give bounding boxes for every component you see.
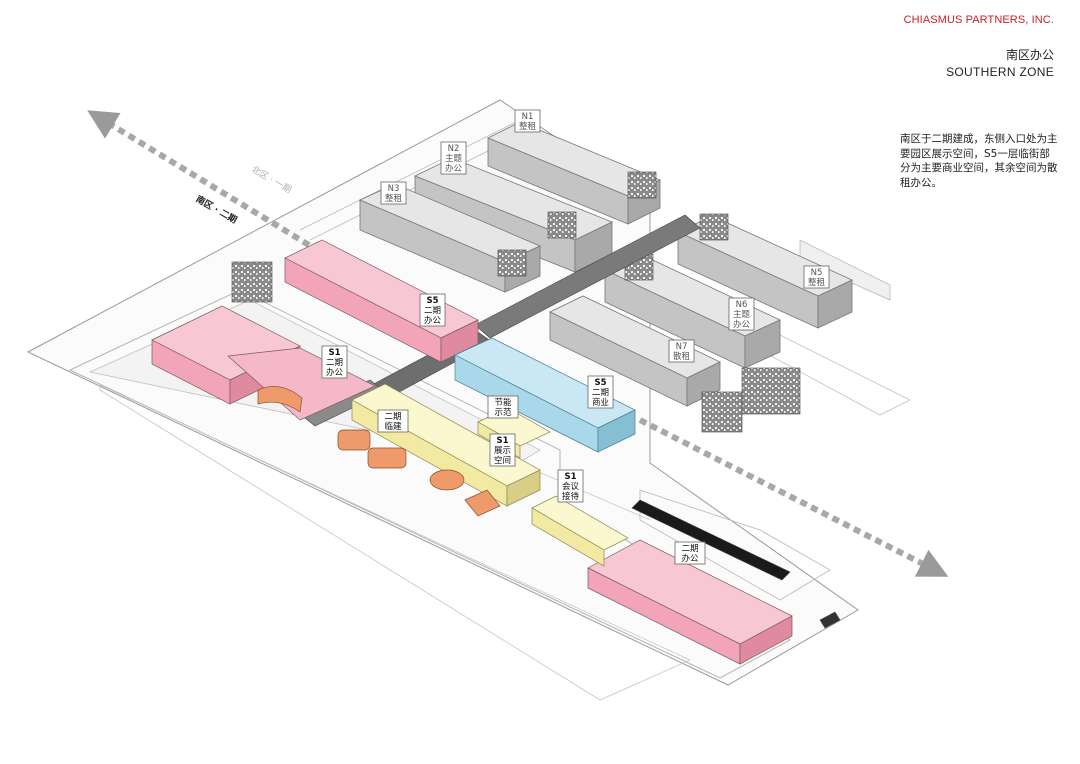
label-n7: N7 散租: [668, 339, 695, 363]
label-n2: N2 主题 办公: [440, 141, 467, 175]
zone-title-en: SOUTHERN ZONE: [946, 65, 1054, 79]
label-n6-line: N6: [736, 300, 748, 310]
label-s5-commerce-line: 二期: [592, 388, 609, 398]
label-s1-meeting-line: 会议: [562, 481, 580, 492]
label-energy: 节能 示范: [487, 395, 519, 419]
pavilions-orange: [257, 386, 501, 517]
label-s5-commerce-line: S5: [594, 378, 606, 388]
zone-title-cn: 南区办公: [1005, 48, 1054, 62]
label-n5-line: 整租: [808, 277, 826, 288]
label-s1-office-line: S1: [328, 348, 340, 358]
label-s1-exhibit: S1 展示 空间: [489, 433, 516, 467]
label-office2-line: 二期: [681, 544, 698, 554]
label-temp-line: 临建: [384, 421, 402, 432]
label-n5: N5 整租: [803, 265, 830, 289]
label-n1-line: 整租: [519, 121, 537, 132]
label-n2-line: N2: [448, 144, 460, 154]
label-temp-line: 二期: [384, 412, 401, 422]
label-n6-line: 办公: [733, 319, 751, 330]
label-s1-exhibit-line: S1: [496, 436, 508, 446]
header: CHIASMUS PARTNERS, INC. 南区办公 SOUTHERN ZO…: [904, 14, 1054, 79]
brand-name: CHIASMUS PARTNERS, INC.: [903, 14, 1054, 26]
description-text: 南区于二期建成，东侧入口处为主要园区展示空间，S5一层临街部分为主要商业空间，其…: [900, 133, 1058, 189]
label-s5-office-line: S5: [426, 296, 438, 306]
label-energy-line: 节能: [494, 397, 512, 408]
label-n1: N1 整租: [514, 109, 541, 133]
label-s5-commerce-line: 商业: [592, 397, 609, 408]
label-n7-line: 散租: [673, 351, 691, 362]
label-s1-meeting-line: S1: [564, 472, 576, 482]
label-s5-commerce: S5 二期 商业: [587, 375, 614, 409]
label-s1-exhibit-line: 展示: [494, 446, 511, 456]
label-n6: N6 主题 办公: [728, 297, 755, 331]
label-s1-meeting: S1 会议 接待: [557, 469, 584, 503]
north-axis-label: 北区 · 一期: [249, 164, 293, 196]
labels: N1 整租 N2 主题 办公 N3 整租 N5 整租 N6 主题 办公 N7: [321, 109, 830, 565]
label-s1-office-line: 办公: [326, 367, 344, 378]
label-s1-office-line: 二期: [326, 358, 343, 368]
label-n3-line: 整租: [385, 193, 403, 204]
label-n6-line: 主题: [733, 309, 751, 320]
label-temp: 二期 临建: [377, 409, 409, 433]
label-n2-line: 主题: [445, 153, 463, 164]
label-office2: 二期 办公: [674, 541, 706, 565]
label-s1-office: S1 二期 办公: [321, 345, 348, 379]
label-s5-office-line: 二期: [424, 306, 441, 316]
label-n3-line: N3: [388, 184, 400, 194]
label-n7-line: N7: [676, 342, 688, 352]
label-s5-office-line: 办公: [424, 315, 442, 326]
label-s1-meeting-line: 接待: [562, 491, 580, 502]
label-s1-exhibit-line: 空间: [494, 455, 511, 466]
label-office2-line: 办公: [681, 553, 699, 564]
label-s5-office: S5 二期 办公: [419, 293, 446, 327]
label-n3: N3 整租: [380, 181, 407, 205]
label-n5-line: N5: [811, 268, 823, 278]
label-n1-line: N1: [522, 112, 534, 122]
tower-blocks: [231, 171, 801, 433]
label-n2-line: 办公: [445, 163, 463, 174]
label-energy-line: 示范: [494, 407, 512, 418]
